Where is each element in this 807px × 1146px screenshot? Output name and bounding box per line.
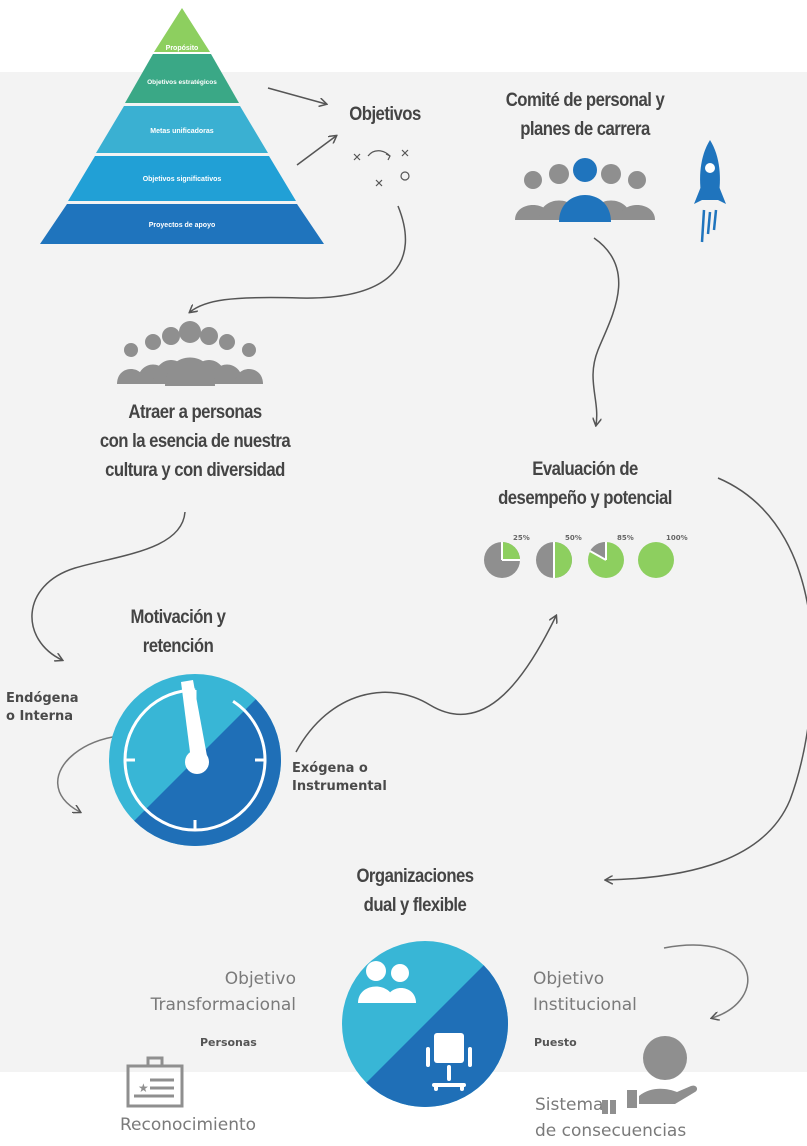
pyramid-label-1: Propósito xyxy=(166,45,199,52)
personas-tag: Personas xyxy=(200,1036,257,1049)
right-line2: Institucional xyxy=(533,995,637,1015)
pie-25 xyxy=(484,542,520,578)
stopwatch-gauge-icon xyxy=(109,674,281,846)
endogena-line2: o Interna xyxy=(6,709,74,724)
exogena-label: Exógena o Instrumental xyxy=(292,760,387,796)
left-line1: Objetivo xyxy=(224,969,296,989)
objetivo-transformacional-label: Objetivo Transformacional xyxy=(110,966,296,1018)
evaluacion-line2: desempeño y potencial xyxy=(498,488,672,509)
objetivo-institucional-label: Objetivo Institucional xyxy=(533,966,637,1018)
performance-pies xyxy=(484,541,674,578)
exogena-line2: Instrumental xyxy=(292,779,387,794)
atraer-line2: con la esencia de nuestra xyxy=(99,431,291,452)
pct-100-label: 100% xyxy=(666,534,688,542)
endogena-line1: Endógena xyxy=(6,691,79,706)
team-people-icon xyxy=(515,158,655,222)
pie-85 xyxy=(588,541,624,578)
consequence-hand-coin-icon xyxy=(627,1036,698,1108)
organizaciones-line1: Organizaciones xyxy=(356,866,474,887)
crowd-people-icon xyxy=(117,321,263,386)
reconocimiento-label: Reconocimiento xyxy=(120,1115,257,1135)
pyramid-label-2: Objetivos estratégicos xyxy=(147,79,217,86)
pie-50 xyxy=(536,542,572,578)
motivacion-line2: retención xyxy=(142,636,214,657)
sistema-line1: Sistema xyxy=(535,1095,604,1115)
sistema-consecuencias-label: Sistema de consecuencias xyxy=(535,1092,686,1144)
comite-title-line2: planes de carrera xyxy=(520,119,650,140)
left-line2: Transformacional xyxy=(150,995,296,1015)
motivacion-line1: Motivación y xyxy=(130,607,226,628)
rocket-icon xyxy=(694,140,726,243)
goals-pyramid: Propósito Objetivos estratégicos Metas u… xyxy=(40,8,324,244)
pct-85-label: 85% xyxy=(617,534,634,542)
atraer-title: Atraer a personas con la esencia de nues… xyxy=(76,398,314,485)
comite-title-line1: Comité de personal y xyxy=(505,90,665,111)
pct-25-label: 25% xyxy=(513,534,530,542)
organizaciones-line2: dual y flexible xyxy=(363,895,467,916)
hand-cuff-icon xyxy=(602,1100,616,1114)
star-icon: ★ xyxy=(138,1081,149,1095)
pyramid-label-3: Metas unificadoras xyxy=(150,128,214,135)
pie-100 xyxy=(638,542,674,578)
pyramid-level-5 xyxy=(40,204,324,244)
puesto-tag: Puesto xyxy=(534,1036,577,1049)
strategy-xo-icon xyxy=(353,149,410,187)
sistema-line2: de consecuencias xyxy=(535,1121,687,1141)
comite-title: Comité de personal y planes de carrera xyxy=(484,86,686,144)
pyramid-label-4: Objetivos significativos xyxy=(143,176,222,183)
objetivos-title: Objetivos xyxy=(349,104,421,125)
atraer-line1: Atraer a personas xyxy=(128,402,262,423)
pyramid-level-3 xyxy=(96,106,268,153)
exogena-line1: Exógena o xyxy=(292,761,368,776)
pyramid-level-2 xyxy=(125,54,239,103)
organizaciones-title: Organizaciones dual y flexible xyxy=(314,862,516,920)
pyramid-level-4 xyxy=(68,156,296,201)
atraer-line3: cultura y con diversidad xyxy=(105,460,285,481)
endogena-label: Endógena o Interna xyxy=(6,690,79,726)
evaluacion-line1: Evaluación de xyxy=(532,459,638,480)
pyramid-level-1 xyxy=(154,8,210,52)
pct-50-label: 50% xyxy=(565,534,582,542)
pyramid-label-5: Proyectos de apoyo xyxy=(149,222,216,229)
evaluacion-title: Evaluación de desempeño y potencial xyxy=(471,455,700,513)
recognition-certificate-icon: ★ xyxy=(126,1056,184,1108)
right-line1: Objetivo xyxy=(533,969,605,989)
motivacion-title: Motivación y retención xyxy=(108,603,249,661)
dual-organization-icon xyxy=(342,941,508,1107)
